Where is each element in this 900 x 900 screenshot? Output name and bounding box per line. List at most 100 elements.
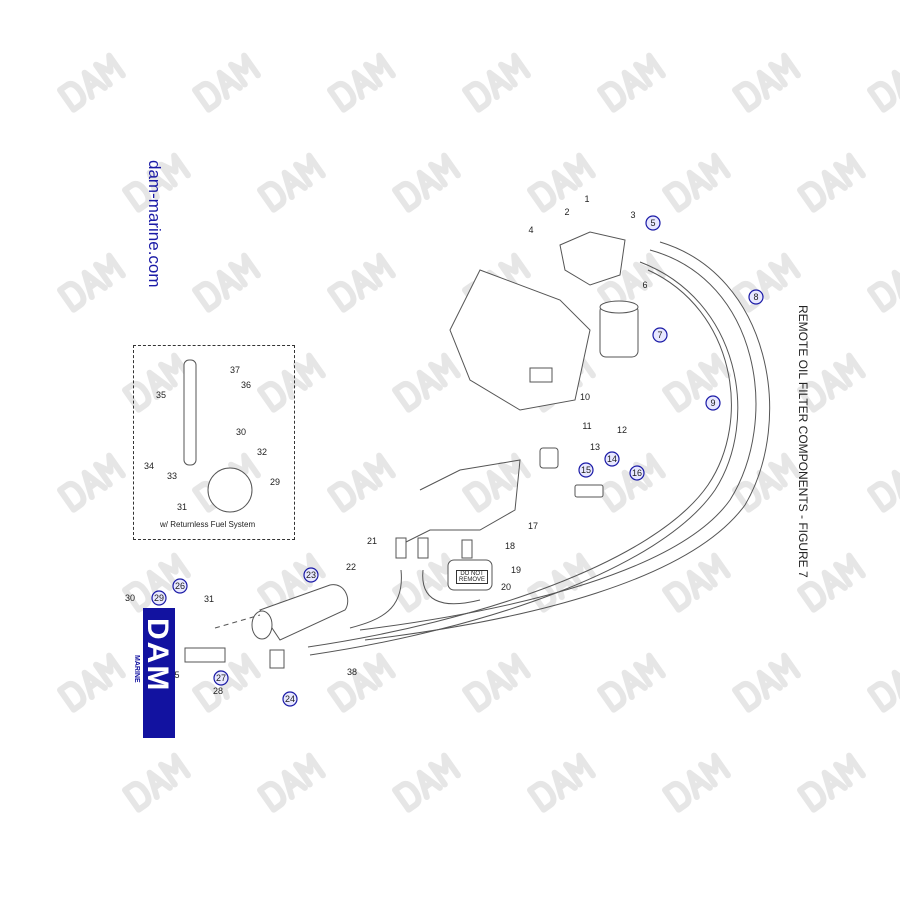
callout-4: 4	[528, 225, 533, 235]
callout-21: 21	[367, 536, 377, 546]
callout-32: 32	[257, 447, 267, 457]
callout-38: 38	[347, 667, 357, 677]
callout-34: 34	[144, 461, 154, 471]
callout-30: 30	[125, 593, 135, 603]
callout-30: 30	[236, 427, 246, 437]
watermark-logo	[462, 652, 531, 713]
watermark-logo	[57, 652, 126, 713]
inset-caption: w/ Returnless Fuel System	[160, 520, 256, 529]
watermark-logo	[662, 552, 731, 613]
watermark-logo	[122, 152, 191, 213]
watermark-logo	[257, 752, 326, 813]
callout-circle	[172, 578, 188, 594]
hose-22b	[422, 569, 481, 605]
dash-line	[214, 614, 261, 629]
callout-36: 36	[241, 380, 251, 390]
elbow-24	[269, 649, 285, 669]
callout-37: 37	[230, 365, 240, 375]
filter-adapter	[559, 231, 626, 286]
callout-circle	[303, 567, 319, 583]
watermark-logo	[662, 152, 731, 213]
bracket-35	[183, 359, 197, 466]
bracket-5	[184, 647, 226, 663]
fitting-21b	[417, 537, 429, 559]
callout-10: 10	[580, 392, 590, 402]
callout-6: 6	[642, 280, 647, 290]
switch-16	[574, 484, 604, 498]
watermark-logo	[257, 152, 326, 213]
callout-circle	[705, 395, 721, 411]
watermark-logo	[597, 252, 666, 313]
callout-circle	[645, 215, 661, 231]
hose-8-edge	[364, 241, 771, 641]
watermark-logo	[122, 352, 191, 413]
callout-33: 33	[167, 471, 177, 481]
watermark-logo	[122, 552, 191, 613]
callout-29: 29	[270, 477, 280, 487]
watermark-logo	[392, 352, 461, 413]
callout-11: 11	[582, 421, 591, 431]
watermark-logo	[392, 752, 461, 813]
figure-title: REMOTE OIL FILTER COMPONENTS - FIGURE 7	[796, 305, 810, 578]
callout-circle	[652, 327, 668, 343]
callout-8: 8	[753, 292, 758, 302]
callout-17: 17	[528, 521, 538, 531]
watermark-logo	[732, 52, 801, 113]
mounting-plate	[449, 269, 591, 411]
callout-29: 29	[154, 593, 164, 603]
dam-logo-subtext: MARINE	[133, 655, 140, 683]
oil-cooler-inlet	[251, 610, 273, 640]
watermark-logo	[257, 552, 326, 613]
plate-slot	[529, 367, 553, 383]
callout-19: 19	[511, 565, 521, 575]
callout-circle	[604, 451, 620, 467]
watermark-logo	[192, 52, 261, 113]
watermark-logo	[797, 552, 866, 613]
hose-9-edge	[307, 269, 732, 648]
watermark-logo	[462, 452, 531, 513]
watermark-logo	[597, 52, 666, 113]
callout-35: 35	[156, 390, 166, 400]
watermark-logo	[327, 452, 396, 513]
callout-14: 14	[607, 454, 617, 464]
callout-5: 5	[650, 218, 655, 228]
callout-9: 9	[710, 398, 715, 408]
callout-circle	[282, 691, 298, 707]
callout-26: 26	[175, 581, 185, 591]
callout-circle	[629, 465, 645, 481]
watermark-logo	[597, 652, 666, 713]
watermark-logo	[527, 552, 596, 613]
dam-logo-text: DAM	[141, 618, 174, 693]
watermark-logo	[257, 352, 326, 413]
website-link[interactable]: dam-marine.com	[145, 160, 164, 288]
callout-5: 5	[174, 670, 179, 680]
watermark-logo	[662, 752, 731, 813]
watermark-logo	[527, 152, 596, 213]
callout-7: 7	[657, 330, 662, 340]
callout-3: 3	[630, 210, 635, 220]
callout-circle	[578, 462, 594, 478]
watermark-logo	[797, 352, 866, 413]
callout-18: 18	[505, 541, 515, 551]
nipple-18	[461, 539, 473, 559]
callout-16: 16	[632, 468, 642, 478]
fitting-21a	[395, 537, 407, 559]
watermark-logo	[527, 752, 596, 813]
watermark-logo	[597, 452, 666, 513]
watermark-logo	[327, 652, 396, 713]
callout-31: 31	[177, 502, 187, 512]
watermark-logo	[57, 452, 126, 513]
engine-outline	[399, 459, 521, 546]
watermark-logo	[57, 52, 126, 113]
watermark-logo	[192, 252, 261, 313]
callout-23: 23	[306, 570, 316, 580]
watermark-logo	[57, 252, 126, 313]
watermark-logo	[867, 52, 900, 113]
watermark-logo	[732, 652, 801, 713]
callout-circle	[748, 289, 764, 305]
callout-28: 28	[213, 686, 223, 696]
watermark-logo	[327, 52, 396, 113]
